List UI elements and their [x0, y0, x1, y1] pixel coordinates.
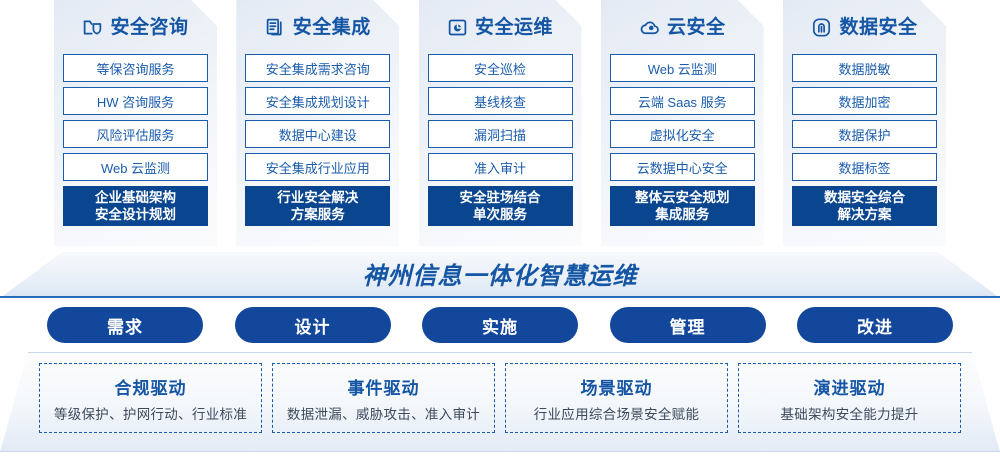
- monitor-chart-icon: [447, 17, 468, 38]
- pillar-header: 安全集成: [245, 0, 390, 54]
- drivers-band-shape: [0, 352, 1000, 452]
- banner-trapezoid-shape: [0, 252, 1000, 298]
- pillar-card-data-security[interactable]: 数据安全 数据脱敏 数据加密 数据保护 数据标签 数据安全综合 解决方案: [783, 0, 946, 246]
- pillar-highlight-line2: 解决方案: [837, 207, 892, 222]
- pillar-item[interactable]: 数据中心建设: [245, 120, 390, 148]
- pillar-highlight-line1: 整体云安全规划: [635, 190, 730, 205]
- pillar-item[interactable]: 数据标签: [792, 153, 937, 181]
- pillar-item[interactable]: 安全集成行业应用: [245, 153, 390, 181]
- cloud-icon: [639, 17, 660, 38]
- driver-title: 事件驱动: [347, 378, 420, 398]
- pillar-card-cloud-security[interactable]: 云安全 Web 云监测 云端 Saas 服务 虚拟化安全 云数据中心安全 整体云…: [601, 0, 764, 246]
- pillar-highlight[interactable]: 安全驻场结合 单次服务: [428, 186, 573, 226]
- pillar-item[interactable]: 云数据中心安全: [610, 153, 755, 181]
- pillar-title: 数据安全: [839, 16, 918, 38]
- driver-subtitle: 基础架构安全能力提升: [780, 406, 919, 422]
- driver-title: 合规驱动: [114, 378, 187, 398]
- pillar-highlight-line1: 安全驻场结合: [459, 190, 541, 205]
- drivers-section: 合规驱动 等级保护、护网行动、行业标准 事件驱动 数据泄漏、威胁攻击、准入审计 …: [0, 352, 1000, 452]
- pillar-header: 安全运维: [428, 0, 573, 54]
- platform-banner: 神州信息一体化智慧运维: [0, 252, 1000, 298]
- driver-subtitle: 等级保护、护网行动、行业标准: [53, 406, 248, 422]
- pillar-highlight[interactable]: 企业基础架构 安全设计规划: [63, 186, 208, 226]
- pillar-card-security-integration[interactable]: 安全集成 安全集成需求咨询 安全集成规划设计 数据中心建设 安全集成行业应用 行…: [236, 0, 399, 246]
- documents-copy-icon: [265, 17, 286, 38]
- pillar-item[interactable]: 虚拟化安全: [610, 120, 755, 148]
- pillar-highlight[interactable]: 行业安全解决 方案服务: [245, 186, 390, 226]
- driver-card-evolution[interactable]: 演进驱动 基础架构安全能力提升: [738, 363, 961, 433]
- driver-card-compliance[interactable]: 合规驱动 等级保护、护网行动、行业标准: [39, 363, 262, 433]
- pillar-item[interactable]: 等保咨询服务: [63, 54, 208, 82]
- pillars-section: 安全咨询 等保咨询服务 HW 咨询服务 风险评估服务 Web 云监测 企业基础架…: [0, 0, 1000, 252]
- pillar-card-security-operations[interactable]: 安全运维 安全巡检 基线核查 漏洞扫描 准入审计 安全驻场结合 单次服务: [419, 0, 582, 246]
- pillar-item[interactable]: 安全集成规划设计: [245, 87, 390, 115]
- pillar-title: 安全咨询: [110, 16, 189, 38]
- pillar-highlight-line2: 单次服务: [473, 207, 527, 222]
- phase-pill-implementation[interactable]: 实施: [422, 307, 578, 343]
- driver-card-scenario[interactable]: 场景驱动 行业应用综合场景安全赋能: [505, 363, 728, 433]
- driver-subtitle: 数据泄漏、威胁攻击、准入审计: [286, 406, 481, 422]
- pillar-item[interactable]: 基线核查: [428, 87, 573, 115]
- drivers-row: 合规驱动 等级保护、护网行动、行业标准 事件驱动 数据泄漏、威胁攻击、准入审计 …: [0, 352, 1000, 452]
- pillar-item[interactable]: Web 云监测: [610, 54, 755, 82]
- pillar-item[interactable]: 数据保护: [792, 120, 937, 148]
- pillar-highlight[interactable]: 整体云安全规划 集成服务: [610, 186, 755, 226]
- phase-pill-design[interactable]: 设计: [234, 307, 391, 343]
- phases-row: 需求 设计 实施 管理 改进: [0, 307, 1000, 347]
- pillar-item[interactable]: 数据脱敏: [792, 54, 937, 82]
- driver-title: 演进驱动: [813, 378, 886, 398]
- driver-subtitle: 行业应用综合场景安全赋能: [533, 406, 700, 422]
- phase-pill-requirement[interactable]: 需求: [47, 307, 203, 343]
- pillar-highlight[interactable]: 数据安全综合 解决方案: [792, 186, 937, 226]
- pillar-highlight-line1: 数据安全综合: [824, 190, 905, 205]
- pillar-item[interactable]: 准入审计: [428, 153, 573, 181]
- pillar-header: 安全咨询: [63, 0, 208, 54]
- fingerprint-icon: [811, 17, 832, 38]
- pillar-item[interactable]: 云端 Saas 服务: [610, 87, 755, 115]
- pillar-highlight-line1: 企业基础架构: [95, 190, 176, 205]
- pillar-header: 数据安全: [792, 0, 937, 54]
- pillar-item[interactable]: 安全集成需求咨询: [245, 54, 390, 82]
- pillar-title: 安全运维: [474, 16, 553, 38]
- banner-bottom-edge: [0, 296, 1000, 298]
- banner-title: 神州信息一体化智慧运维: [362, 263, 638, 290]
- pillar-item[interactable]: 安全巡检: [428, 54, 573, 82]
- pillar-header: 云安全: [610, 0, 755, 54]
- pillar-highlight-line2: 方案服务: [290, 207, 345, 222]
- pillar-item[interactable]: 漏洞扫描: [428, 120, 573, 148]
- pillar-card-security-consulting[interactable]: 安全咨询 等保咨询服务 HW 咨询服务 风险评估服务 Web 云监测 企业基础架…: [54, 0, 217, 246]
- folder-shield-icon: [82, 17, 103, 38]
- pillar-item[interactable]: Web 云监测: [63, 153, 208, 181]
- driver-title: 场景驱动: [580, 378, 653, 398]
- pillar-item[interactable]: 数据加密: [792, 87, 937, 115]
- pillar-title: 云安全: [666, 16, 726, 38]
- pillar-highlight-line2: 安全设计规划: [95, 207, 176, 222]
- pillar-item[interactable]: 风险评估服务: [63, 120, 208, 148]
- phase-pill-improvement[interactable]: 改进: [797, 307, 953, 343]
- pillar-highlight-line2: 集成服务: [655, 207, 710, 222]
- phase-pill-management[interactable]: 管理: [609, 307, 766, 343]
- pillar-highlight-line1: 行业安全解决: [277, 190, 359, 205]
- pillar-title: 安全集成: [292, 16, 371, 38]
- pillar-item[interactable]: HW 咨询服务: [63, 87, 208, 115]
- driver-card-incident[interactable]: 事件驱动 数据泄漏、威胁攻击、准入审计: [272, 363, 495, 433]
